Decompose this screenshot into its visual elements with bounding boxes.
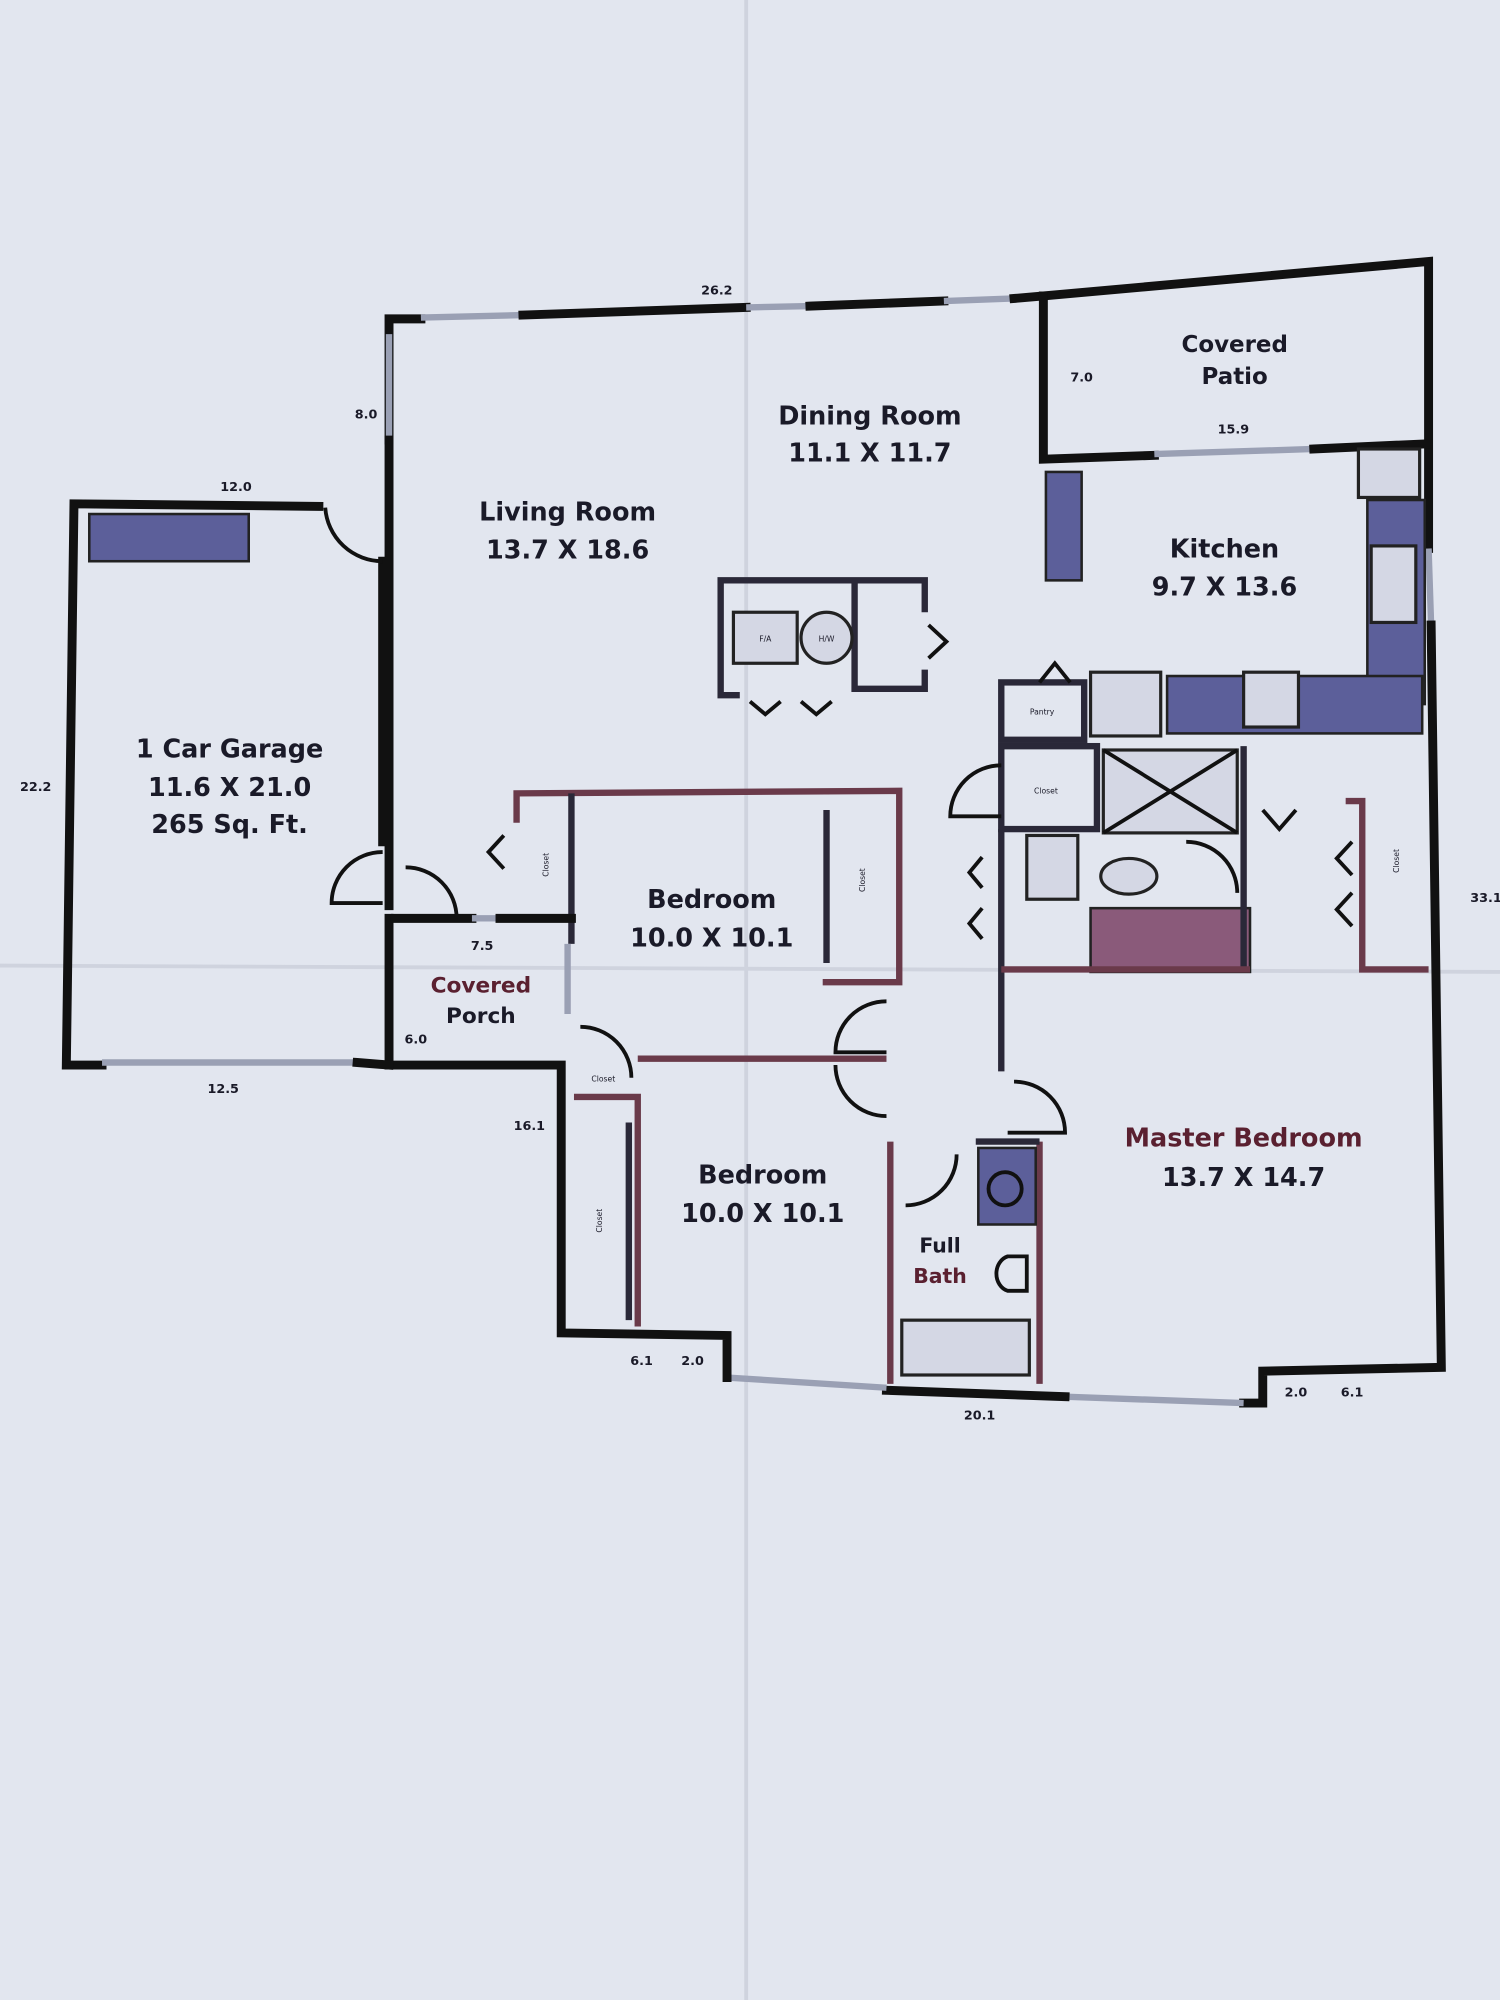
kitchen: Kitchen 9.7 X 13.6 — [1152, 534, 1298, 602]
bedroom2-closet-label: Closet — [595, 1209, 604, 1233]
bedroom-1-walls: Closet Closet — [390, 787, 903, 1015]
exterior-walls — [61, 256, 1446, 1408]
bedroom1-right-closet-label: Closet — [858, 868, 867, 892]
dim-right: 33.1 — [1470, 891, 1500, 906]
master-bedroom-size: 13.7 X 14.7 — [1162, 1163, 1325, 1193]
garage-entry-door[interactable] — [329, 850, 383, 905]
furnace-label: F/A — [759, 635, 772, 644]
dim-bottom-left-b: 2.0 — [681, 1354, 704, 1369]
living-room-size: 13.7 X 18.6 — [486, 536, 649, 566]
pantry — [998, 679, 1088, 743]
hall-bifold-doors[interactable] — [966, 855, 984, 941]
water-heater — [799, 610, 854, 665]
dining-room-name: Dining Room — [778, 402, 961, 432]
bedroom1-left-closet-label: Closet — [541, 853, 550, 877]
porch-name-line1: Covered — [431, 973, 532, 998]
sink-icon — [1369, 544, 1418, 625]
full-bath-door[interactable] — [905, 1154, 959, 1208]
refrigerator-icon — [1088, 670, 1163, 738]
bedroom2-door[interactable] — [833, 1065, 887, 1118]
master-bedroom: Master Bedroom 13.7 X 14.7 — [1125, 1124, 1363, 1194]
hall-closet-label: Closet — [1034, 786, 1058, 795]
bedroom2-size: 10.0 X 10.1 — [681, 1199, 844, 1229]
dim-living-left: 8.0 — [355, 407, 378, 422]
bedroom2-name: Bedroom — [698, 1161, 827, 1191]
kitchen-counter-left — [1044, 470, 1083, 582]
master-vanity — [1089, 906, 1252, 974]
bath-name-line1: Full — [919, 1234, 960, 1258]
bathtub-icon — [900, 1318, 1031, 1377]
dim-bottom-right-a: 2.0 — [1285, 1386, 1308, 1401]
dim-top: 26.2 — [701, 284, 732, 299]
garage-size: 11.6 X 21.0 — [148, 773, 311, 803]
water-heater-label: H/W — [819, 635, 835, 644]
dim-porch-top: 7.5 — [471, 939, 494, 954]
garage: 1 Car Garage 11.6 X 21.0 265 Sq. Ft. — [136, 735, 323, 840]
garage-storage — [88, 512, 250, 563]
full-bath-label: Full Bath — [913, 1234, 967, 1289]
toilet-icon — [1099, 856, 1159, 896]
garage-area: 265 Sq. Ft. — [151, 810, 308, 840]
pantry-door[interactable] — [1038, 660, 1072, 684]
bedroom1-size: 10.0 X 10.1 — [630, 923, 793, 953]
bedroom1-closet-door-left[interactable] — [485, 834, 506, 870]
dim-garage-left: 22.2 — [20, 780, 51, 795]
dining-room: Dining Room 11.1 X 11.7 — [778, 402, 961, 469]
stove-icon — [1242, 670, 1301, 729]
dim-patio-bottom: 15.9 — [1218, 423, 1250, 438]
master-bedroom-name: Master Bedroom — [1125, 1124, 1363, 1154]
front-door[interactable] — [405, 865, 459, 919]
bedroom-1: Bedroom 10.0 X 10.1 — [630, 885, 793, 953]
master-bedroom-door[interactable] — [1007, 1079, 1067, 1135]
dim-porch-side: 6.0 — [405, 1032, 428, 1047]
hall-bath-area: Closet Closet — [948, 742, 1429, 974]
utility-closet: F/A H/W — [717, 577, 950, 717]
furnace — [731, 610, 799, 665]
dim-bedroom2-left: 16.1 — [514, 1119, 545, 1134]
full-bath — [887, 1138, 1043, 1384]
bedroom2-closet-door[interactable] — [580, 1024, 634, 1078]
garage-door-swing[interactable] — [323, 507, 383, 564]
covered-patio: Covered Patio — [1181, 332, 1287, 390]
dim-bottom-right-b: 6.1 — [1341, 1386, 1364, 1401]
vanity-icon — [1025, 833, 1080, 901]
dim-patio-side: 7.0 — [1070, 370, 1093, 385]
covered-porch: Covered Porch — [431, 973, 532, 1029]
living-room-name: Living Room — [479, 497, 656, 527]
utility-bifold-doors[interactable] — [748, 700, 833, 717]
bath-name-line2: Bath — [913, 1264, 967, 1288]
patio-name-line2: Patio — [1202, 364, 1268, 390]
bath-toilet-icon — [994, 1254, 1029, 1293]
patio-walls — [1038, 291, 1431, 464]
hall-closet-door[interactable] — [948, 763, 1002, 819]
bedroom-2-walls: Closet Closet — [573, 1024, 641, 1327]
dim-bottom: 20.1 — [964, 1409, 995, 1424]
dining-room-size: 11.1 X 11.7 — [788, 439, 951, 469]
bedroom1-name: Bedroom — [647, 885, 776, 915]
master-closet-door[interactable] — [1261, 808, 1298, 833]
living-room: Living Room 13.7 X 18.6 — [479, 497, 656, 565]
porch-name-line2: Porch — [446, 1004, 516, 1029]
master-closet-label: Closet — [1392, 849, 1401, 873]
bedroom1-door[interactable] — [833, 999, 887, 1055]
master-bifold-doors[interactable] — [1334, 840, 1354, 928]
utility-door[interactable] — [927, 623, 950, 660]
patio-name-line1: Covered — [1181, 332, 1287, 358]
pantry-label: Pantry — [1030, 707, 1055, 716]
dim-bottom-left-a: 6.1 — [630, 1354, 653, 1369]
dim-garage-bottom: 12.5 — [207, 1082, 238, 1097]
master-bath-door[interactable] — [1186, 839, 1240, 893]
kitchen-name: Kitchen — [1170, 534, 1279, 564]
dimension-labels: 26.2 8.0 12.0 22.2 12.5 7.0 15.9 7.5 6.0… — [20, 284, 1500, 1424]
bedroom2-small-closet-label: Closet — [591, 1075, 615, 1084]
refrigerator-nook — [1356, 447, 1422, 500]
garage-name: 1 Car Garage — [136, 735, 323, 765]
dim-garage-top: 12.0 — [220, 480, 252, 495]
kitchen-size: 9.7 X 13.6 — [1152, 573, 1298, 603]
bedroom-2: Bedroom 10.0 X 10.1 — [681, 1161, 844, 1229]
bath-sink-icon — [986, 1170, 1024, 1208]
